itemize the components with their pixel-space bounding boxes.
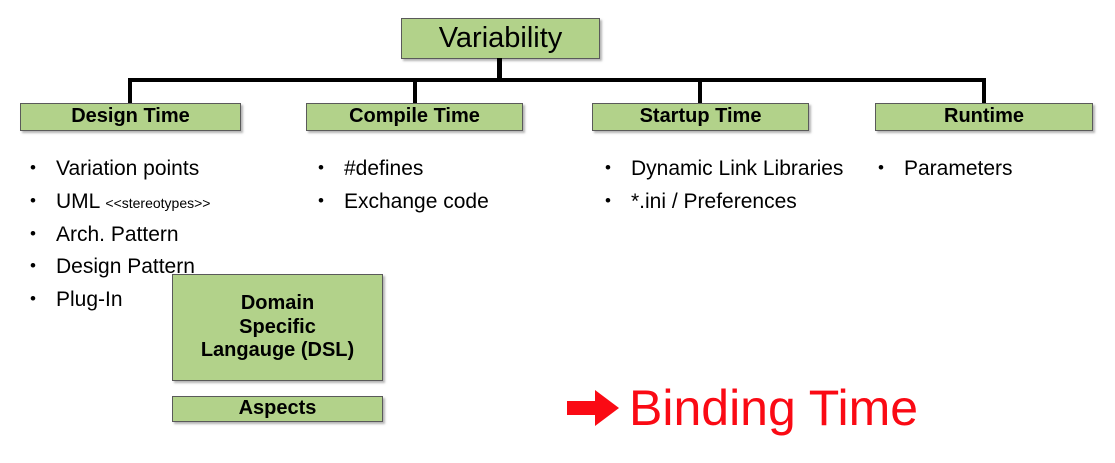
list-item-label: Exchange code xyxy=(344,189,489,213)
dsl-line-3: Langauge (DSL) xyxy=(200,339,355,362)
node-compile-time: Compile Time xyxy=(306,103,523,131)
list-item: • Plug-In xyxy=(30,285,280,315)
list-item: • UML <<stereotypes>> xyxy=(30,187,280,217)
connector-drop-compile-time xyxy=(413,78,417,104)
bullet-icon: • xyxy=(605,158,611,177)
list-item-stereotype: <<stereotypes>> xyxy=(105,194,211,211)
list-item-label: Parameters xyxy=(904,157,1013,180)
bullet-icon: • xyxy=(318,158,324,177)
bullet-list-runtime: • Parameters xyxy=(878,154,1093,187)
list-item: • Parameters xyxy=(878,154,1093,184)
bullet-icon: • xyxy=(30,158,36,177)
list-item-text: UML xyxy=(56,189,106,213)
connector-horizontal-bus xyxy=(128,78,986,82)
right-arrow-icon xyxy=(565,385,621,431)
list-item-label: Dynamic Link Libraries xyxy=(631,157,844,180)
list-item-label: *.ini / Preferences xyxy=(631,189,797,213)
bullet-icon: • xyxy=(30,289,36,309)
list-item: • Exchange code xyxy=(318,187,548,217)
bullet-icon: • xyxy=(30,190,36,210)
node-domain-specific-language: Domain Specific Langauge (DSL) xyxy=(172,274,383,381)
bullet-list-compile-time: • #defines • Exchange code xyxy=(318,154,548,220)
list-item-label: UML <<stereotypes>> xyxy=(56,187,280,217)
connector-drop-startup-time xyxy=(698,78,702,104)
bullet-icon: • xyxy=(318,190,324,210)
list-item: • #defines xyxy=(318,154,548,184)
list-item-label: Design Pattern xyxy=(56,255,195,279)
bullet-icon: • xyxy=(605,190,611,210)
list-item-label: Plug-In xyxy=(56,288,123,312)
list-item-label: Arch. Pattern xyxy=(56,222,179,246)
connector-drop-runtime xyxy=(982,78,986,104)
list-item: • Arch. Pattern xyxy=(30,220,280,250)
list-item-label: Variation points xyxy=(56,157,200,180)
node-design-time: Design Time xyxy=(20,103,241,131)
list-item-label: #defines xyxy=(344,157,424,180)
list-item: • Design Pattern xyxy=(30,252,280,282)
node-runtime: Runtime xyxy=(875,103,1093,131)
node-variability: Variability xyxy=(401,18,600,59)
list-item: • *.ini / Preferences xyxy=(605,187,855,217)
bullet-icon: • xyxy=(878,158,884,177)
bullet-list-startup-time: • Dynamic Link Libraries • *.ini / Prefe… xyxy=(605,154,855,220)
list-item: • Dynamic Link Libraries xyxy=(605,154,855,184)
node-startup-time: Startup Time xyxy=(592,103,809,131)
node-aspects: Aspects xyxy=(172,396,383,422)
bullet-icon: • xyxy=(30,256,36,276)
dsl-line-1: Domain xyxy=(240,292,315,315)
connector-root-stem xyxy=(497,58,502,81)
dsl-line-2: Specific xyxy=(239,315,316,338)
bullet-list-design-time: • Variation points • UML <<stereotypes>>… xyxy=(30,154,280,318)
binding-time-label: Binding Time xyxy=(629,380,919,436)
connector-drop-design-time xyxy=(128,78,132,104)
bullet-icon: • xyxy=(30,223,36,243)
binding-time-callout: Binding Time xyxy=(565,383,918,433)
list-item: • Variation points xyxy=(30,154,280,184)
